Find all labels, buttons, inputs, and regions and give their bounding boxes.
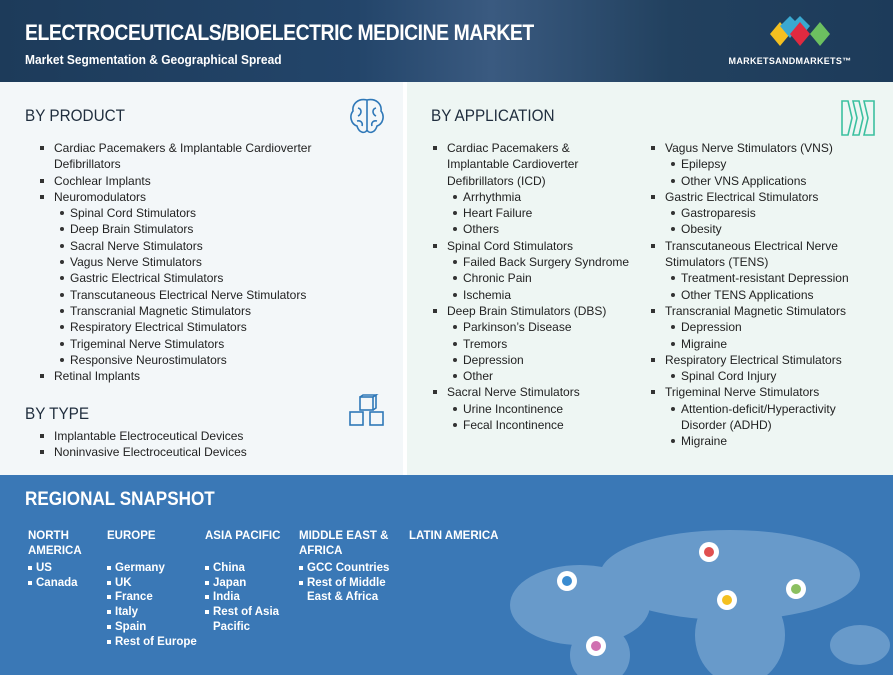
cubes-icon	[349, 394, 384, 426]
list-item: Epilepsy	[651, 156, 866, 172]
page-title: ELECTROCEUTICALS/BIOELECTRIC MEDICINE MA…	[25, 20, 534, 45]
region-name: NORTH AMERICA	[28, 530, 82, 557]
list-item: Migraine	[651, 433, 866, 449]
region-name: EUROPE	[107, 530, 156, 542]
country-item: Rest of Asia Pacific	[205, 605, 290, 634]
by-application-heading: BY APPLICATION	[431, 106, 555, 125]
country-item: UK	[107, 576, 197, 591]
product-list: Cardiac Pacemakers & Implantable Cardiov…	[40, 140, 340, 384]
list-item: Chronic Pain	[433, 270, 633, 286]
list-item: Gastric Electrical Stimulators	[40, 270, 340, 286]
region-column: LATIN AMERICA	[409, 529, 499, 561]
list-item: Transcutaneous Electrical Nerve Stimulat…	[40, 287, 340, 303]
list-item: Depression	[433, 352, 633, 368]
list-item: Deep Brain Stimulators	[40, 221, 340, 237]
list-item: Urine Incontinence	[433, 401, 633, 417]
list-item: Tremors	[433, 336, 633, 352]
region-name: ASIA PACIFIC	[205, 530, 281, 542]
list-item: Gastroparesis	[651, 205, 866, 221]
country-item: India	[205, 590, 290, 605]
list-item: Implantable Electroceutical Devices	[40, 428, 340, 444]
by-product-heading: BY PRODUCT	[25, 106, 126, 125]
list-item: Cardiac Pacemakers & Implantable Cardiov…	[433, 140, 633, 189]
list-item: Sacral Nerve Stimulators	[40, 238, 340, 254]
list-item: Ischemia	[433, 287, 633, 303]
list-item: Gastric Electrical Stimulators	[651, 189, 866, 205]
by-type-heading: BY TYPE	[25, 404, 90, 423]
map-pin-icon	[557, 542, 806, 656]
list-item: Depression	[651, 319, 866, 335]
list-item: Transcranial Magnetic Stimulators	[651, 303, 866, 319]
list-item: Fecal Incontinence	[433, 417, 633, 433]
list-item: Transcranial Magnetic Stimulators	[40, 303, 340, 319]
region-name: MIDDLE EAST & AFRICA	[299, 530, 389, 557]
list-item: Heart Failure	[433, 205, 633, 221]
product-type-panel: BY PRODUCT Cardiac Pacemakers & Implanta…	[0, 82, 403, 475]
list-item: Responsive Neurostimulators	[40, 352, 340, 368]
country-item: Spain	[107, 620, 197, 635]
list-item: Failed Back Surgery Syndrome	[433, 254, 633, 270]
list-item: Other TENS Applications	[651, 287, 866, 303]
list-item: Migraine	[651, 336, 866, 352]
list-item: Vagus Nerve Stimulators (VNS)	[651, 140, 866, 156]
brain-icon	[350, 98, 384, 134]
list-item: Others	[433, 221, 633, 237]
application-panel: BY APPLICATION Cardiac Pacemakers & Impl…	[407, 82, 893, 475]
list-item: Other VNS Applications	[651, 173, 866, 189]
logo-text: MARKETSANDMARKETS™	[728, 56, 852, 66]
world-map-icon	[510, 530, 890, 675]
country-item: Germany	[107, 561, 197, 576]
region-name: LATIN AMERICA	[409, 530, 499, 542]
list-item: Parkinson’s Disease	[433, 319, 633, 335]
country-item: France	[107, 590, 197, 605]
list-item: Sacral Nerve Stimulators	[433, 384, 633, 400]
list-item: Respiratory Electrical Stimulators	[40, 319, 340, 335]
list-item: Deep Brain Stimulators (DBS)	[433, 303, 633, 319]
list-item: Noninvasive Electroceutical Devices	[40, 444, 340, 460]
list-item: Spinal Cord Stimulators	[433, 238, 633, 254]
list-item: Retinal Implants	[40, 368, 340, 384]
list-item: Trigeminal Nerve Stimulators	[40, 336, 340, 352]
list-item: Cardiac Pacemakers & Implantable Cardiov…	[40, 140, 340, 173]
list-item: Cochlear Implants	[40, 173, 340, 189]
country-item: Rest of Middle East & Africa	[299, 576, 399, 605]
country-item: Italy	[107, 605, 197, 620]
document-stack-icon	[841, 100, 875, 136]
logo-diamonds-icon	[770, 16, 830, 46]
country-item: China	[205, 561, 290, 576]
list-item: Spinal Cord Injury	[651, 368, 866, 384]
application-list-col1: Cardiac Pacemakers & Implantable Cardiov…	[433, 140, 633, 433]
list-item: Other	[433, 368, 633, 384]
list-item: Trigeminal Nerve Stimulators	[651, 384, 866, 400]
list-item: Spinal Cord Stimulators	[40, 205, 340, 221]
country-item: US	[28, 561, 98, 576]
list-item: Arrhythmia	[433, 189, 633, 205]
country-item: Japan	[205, 576, 290, 591]
list-item: Neuromodulators	[40, 189, 340, 205]
logo: MARKETSANDMARKETS™	[720, 16, 860, 72]
list-item: Treatment-resistant Depression	[651, 270, 866, 286]
list-item: Obesity	[651, 221, 866, 237]
header-banner: ELECTROCEUTICALS/BIOELECTRIC MEDICINE MA…	[0, 0, 893, 82]
country-item: Canada	[28, 576, 98, 591]
page-subtitle: Market Segmentation & Geographical Sprea…	[25, 52, 282, 67]
country-item: GCC Countries	[299, 561, 399, 576]
country-item: Rest of Europe	[107, 635, 197, 650]
list-item: Attention-deficit/Hyperactivity Disorder…	[651, 401, 866, 434]
list-item: Vagus Nerve Stimulators	[40, 254, 340, 270]
list-item: Transcutaneous Electrical Nerve Stimulat…	[651, 238, 866, 271]
list-item: Respiratory Electrical Stimulators	[651, 352, 866, 368]
regional-heading: REGIONAL SNAPSHOT	[25, 489, 215, 510]
